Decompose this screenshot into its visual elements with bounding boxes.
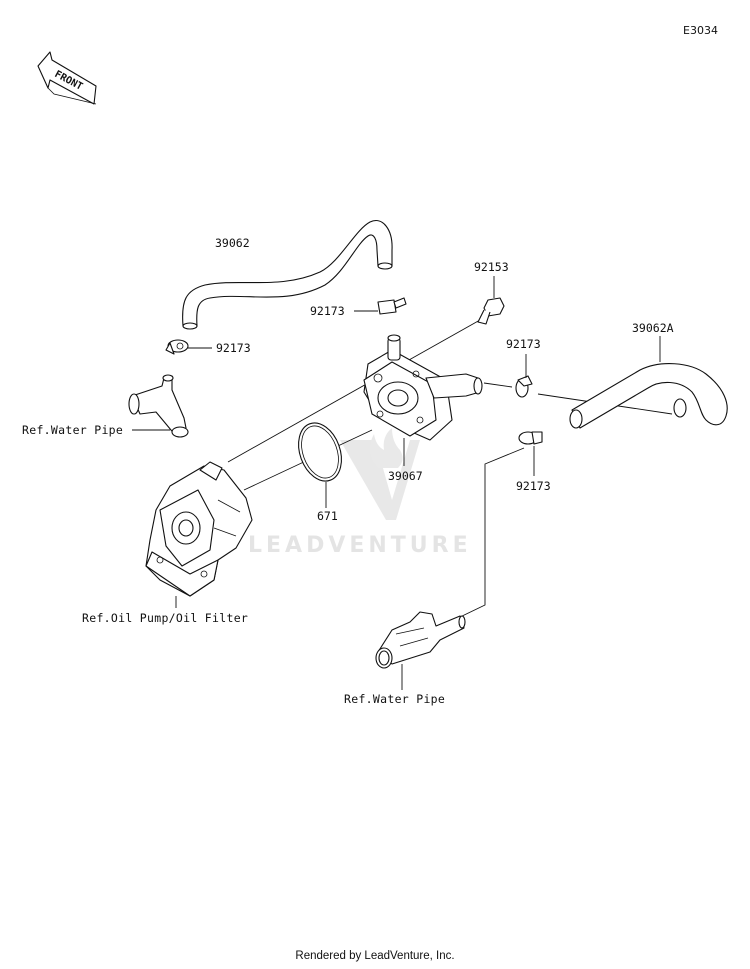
watermark-text: LEADVENTURE <box>248 533 472 558</box>
ref-water-pipe-top[interactable]: Ref.Water Pipe <box>22 423 123 437</box>
label-39067: 39067 <box>388 469 423 483</box>
water-pipe-bottom-part[interactable] <box>375 611 466 669</box>
bolt-92153-icon[interactable] <box>477 276 505 325</box>
label-92173-d: 92173 <box>516 479 551 493</box>
clamp-92173-mid-icon[interactable] <box>377 297 407 315</box>
clamp-92173-right-upper-icon[interactable] <box>515 375 533 398</box>
hose-39062a[interactable] <box>569 363 728 429</box>
guide-line <box>227 319 481 463</box>
label-92173-a: 92173 <box>216 341 251 355</box>
oil-pump-housing-part[interactable] <box>145 461 253 597</box>
o-ring-671-icon[interactable] <box>291 417 349 487</box>
hose-39062[interactable] <box>182 220 393 330</box>
diagram-code: E3034 <box>683 24 718 37</box>
clamp-92173-left-icon[interactable] <box>165 339 189 355</box>
label-39062: 39062 <box>215 236 250 250</box>
label-92153: 92153 <box>474 260 509 274</box>
footer-credit: Rendered by LeadVenture, Inc. <box>295 950 455 962</box>
label-671: 671 <box>317 509 338 523</box>
label-39062a: 39062A <box>632 321 674 335</box>
label-92173-b: 92173 <box>310 304 345 318</box>
clamp-92173-right-lower-icon[interactable] <box>518 431 543 445</box>
oil-cooler-39067-part[interactable] <box>363 334 483 441</box>
watermark-logo-icon <box>340 428 420 520</box>
guide-line <box>483 382 513 388</box>
water-pipe-top-part[interactable] <box>128 374 189 438</box>
ref-water-pipe-bottom[interactable]: Ref.Water Pipe <box>344 692 445 706</box>
ref-oil-pump-oil-filter[interactable]: Ref.Oil Pump/Oil Filter <box>82 611 248 625</box>
front-arrow-icon: FRONT <box>37 51 97 105</box>
label-92173-c: 92173 <box>506 337 541 351</box>
guide-line <box>457 447 525 619</box>
